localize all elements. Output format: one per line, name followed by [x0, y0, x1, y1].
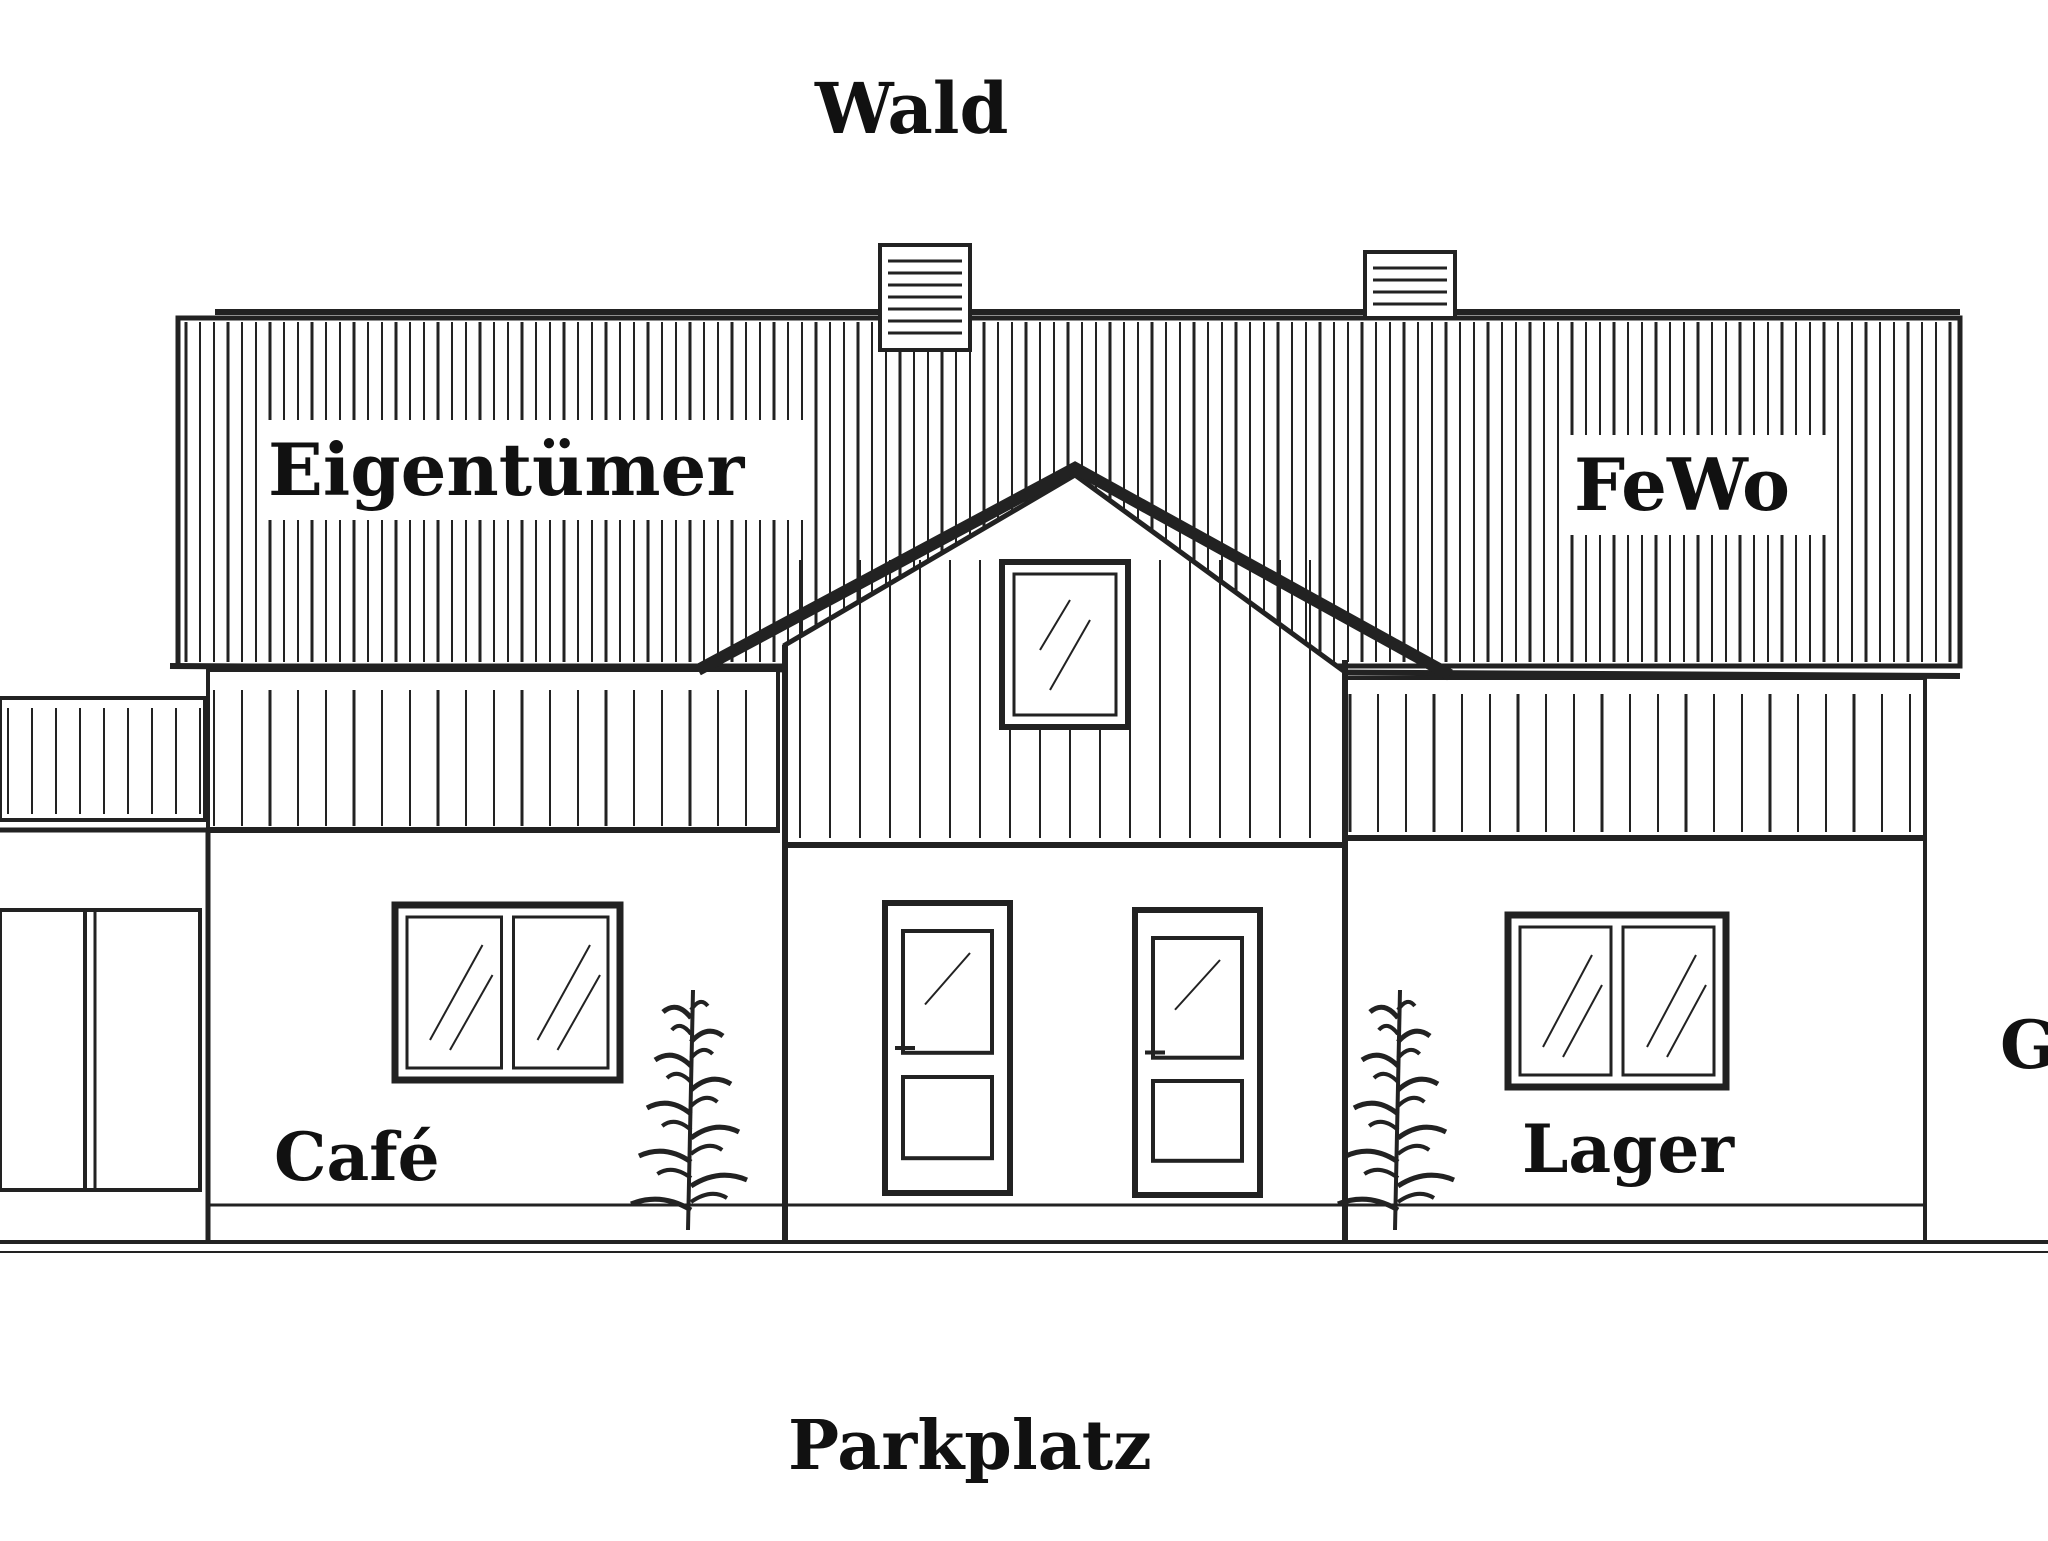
shrub-leaf [689, 999, 710, 1012]
label-lager: Lager [1522, 1110, 1735, 1188]
shrub-leaf [1377, 1023, 1400, 1036]
glass-glint [1666, 984, 1707, 1058]
window-pane [405, 915, 503, 1070]
chimneys [878, 243, 1457, 352]
glass-glint [429, 944, 484, 1041]
glass-glint [536, 944, 591, 1041]
shrub-leaf [1363, 1167, 1400, 1180]
shrub-leaf [1368, 1004, 1400, 1020]
glass-glint [556, 974, 601, 1051]
shrub-leaf [689, 1047, 715, 1060]
shrub-leaf [1396, 999, 1417, 1012]
shrub-leaf [1372, 1071, 1400, 1084]
shrub-stem [686, 989, 695, 1231]
shrub-leaf [1396, 1124, 1448, 1141]
label-eigentuemer: Eigentümer [262, 420, 815, 520]
shrub-leaf [689, 1124, 741, 1141]
shrub-leaf [1396, 1191, 1436, 1204]
upper-wall-right-frame [1343, 676, 1927, 840]
glass-glint [1174, 959, 1221, 1011]
shrub-leaf [1367, 1119, 1400, 1132]
label-cafe: Café [274, 1118, 440, 1196]
shrub-leaf [1352, 1100, 1400, 1116]
annex-wall [0, 908, 202, 1192]
glass-glint [1049, 619, 1091, 691]
shrub-leaf [1396, 1076, 1440, 1092]
door-panel [901, 1075, 994, 1161]
shrubs [630, 989, 1455, 1231]
ground-floor-walls [205, 830, 1927, 1240]
shrub-leaf [1396, 1172, 1455, 1189]
label-wald: Wald [815, 67, 1009, 150]
shrub-leaf [689, 1028, 725, 1044]
label-fewo: FeWo [1568, 435, 1830, 535]
left-wooden-upper-wall [206, 668, 780, 833]
shrub-leaf [1396, 1095, 1426, 1108]
shrub-leaf [653, 1052, 693, 1068]
windows [391, 901, 1730, 1091]
glass-glint [1039, 599, 1071, 651]
shrub-stem [1393, 989, 1402, 1231]
left-annex-wall [0, 696, 208, 1192]
window-frame [1504, 911, 1730, 1091]
shrub-leaf [1396, 1028, 1432, 1044]
label-parkplatz: Parkplatz [788, 1406, 1152, 1486]
shrub-leaf [689, 1191, 729, 1204]
entrance-doors [882, 900, 1263, 1198]
shrub-leaf [1360, 1052, 1400, 1068]
door-frame [882, 900, 1013, 1196]
right-wooden-upper-wall [1343, 676, 1927, 841]
shrub-leaf [645, 1100, 693, 1116]
shrub-leaf [1344, 1148, 1400, 1165]
chimney [1363, 250, 1457, 320]
gable-window [999, 559, 1131, 730]
glass-glint [449, 974, 494, 1051]
ground-line [0, 1240, 2048, 1253]
shrub-leaf [689, 1172, 748, 1189]
window-pane [512, 915, 610, 1070]
annex-railing [0, 696, 207, 822]
shrub-leaf [670, 1023, 693, 1036]
label-side-partial: G [2000, 1006, 2048, 1084]
shrub-leaf [689, 1143, 724, 1156]
gable-edge [695, 461, 1453, 681]
door-panel [1151, 1079, 1244, 1163]
door-glass [901, 929, 994, 1055]
shrub-leaf [656, 1167, 693, 1180]
shrub-leaf [665, 1071, 693, 1084]
glass-glint [924, 952, 971, 1006]
shrub-leaf [1396, 1143, 1431, 1156]
window-pane [1518, 925, 1613, 1077]
shrub-leaf [630, 1196, 693, 1213]
glass-glint [1542, 954, 1593, 1048]
shrub-leaf [660, 1119, 693, 1132]
door-glass [1151, 936, 1244, 1060]
glass-glint [1562, 984, 1603, 1058]
glass-glint [1646, 954, 1697, 1048]
gable-window-pane [1012, 572, 1118, 717]
shrub-leaf [661, 1004, 693, 1020]
shrub-leaf [689, 1095, 719, 1108]
window-pane [1621, 925, 1716, 1077]
center-gable [695, 461, 1453, 1240]
shrub-leaf [637, 1148, 693, 1165]
shrub-leaf [1396, 1047, 1422, 1060]
window-frame [391, 901, 624, 1084]
shrub-leaf [689, 1076, 733, 1092]
shrub-leaf [1337, 1196, 1400, 1213]
